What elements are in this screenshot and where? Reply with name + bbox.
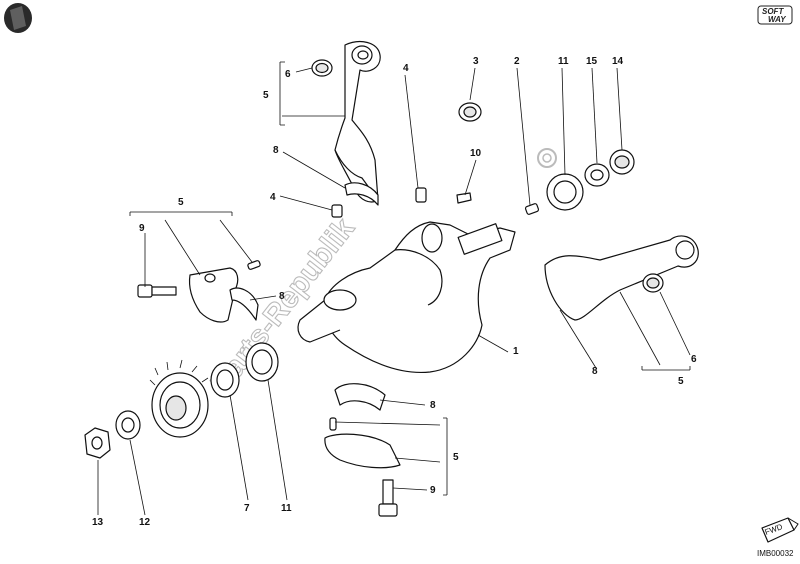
bolt-9-lower <box>378 479 398 517</box>
bearing-shell-8-lower <box>334 383 386 411</box>
thrust-washer-11-upper <box>546 173 584 211</box>
callout-labels: 1 2 3 4 4 5 5 5 5 6 6 7 8 8 8 8 9 9 10 1… <box>92 56 697 528</box>
callout-1: 1 <box>513 346 519 357</box>
main-bearing-cap-lower <box>324 433 401 469</box>
crankshaft-1 <box>297 221 516 374</box>
leader-lines <box>97 61 691 516</box>
callout-11-top: 11 <box>558 56 569 67</box>
callout-9-lower: 9 <box>430 485 436 496</box>
small-end-bushing-6-right <box>642 273 664 293</box>
nut-13 <box>84 427 111 459</box>
bearing-shell-8-upper <box>344 182 379 206</box>
thrust-washer-11-lower <box>245 342 279 382</box>
fwd-badge: FWD <box>761 517 799 543</box>
callout-2: 2 <box>514 56 520 67</box>
callout-8-right: 8 <box>592 366 598 377</box>
callout-5-left: 5 <box>178 197 184 208</box>
bearing-shell-8-left <box>229 287 259 321</box>
callout-5-lower: 5 <box>453 452 459 463</box>
dowel-4-upper <box>415 187 427 203</box>
callout-4-left: 4 <box>270 192 276 203</box>
washer-7 <box>210 362 240 398</box>
bolt-9-left <box>137 284 177 298</box>
callout-14: 14 <box>612 56 624 67</box>
washer-15 <box>584 163 610 187</box>
small-end-bushing-6-upper <box>311 59 333 77</box>
connecting-rod-right <box>544 235 699 321</box>
dowel-4-left <box>331 204 343 218</box>
callout-8-left: 8 <box>279 291 285 302</box>
callout-8-top: 8 <box>273 145 279 156</box>
callout-13: 13 <box>92 517 104 528</box>
callout-3: 3 <box>473 56 479 67</box>
callout-15: 15 <box>586 56 598 67</box>
callout-6-right: 6 <box>691 354 697 365</box>
softway-logo: SOFT WAY <box>757 5 793 25</box>
dowel-pin-left <box>247 260 261 270</box>
dowel-pin-lower <box>329 417 337 431</box>
plug-2 <box>524 203 540 215</box>
callout-4-top: 4 <box>403 63 409 74</box>
callout-10: 10 <box>470 148 482 159</box>
forward-arrow-icon <box>787 517 799 531</box>
timing-gear <box>149 359 209 438</box>
callout-5-right: 5 <box>678 376 684 387</box>
ducati-badge-icon <box>4 3 32 33</box>
connecting-rod-upper <box>334 41 381 203</box>
callout-6-top: 6 <box>285 69 291 80</box>
callout-8-lower: 8 <box>430 400 436 411</box>
callout-9-left: 9 <box>139 223 145 234</box>
diagram-code: IMB00032 <box>757 549 794 558</box>
bushing-3 <box>458 102 482 122</box>
callout-12: 12 <box>139 517 151 528</box>
gear-watermark-icon <box>537 148 557 168</box>
washer-12 <box>115 410 141 440</box>
key-10 <box>456 192 472 204</box>
brand-line-1: SOFT <box>762 7 784 16</box>
seal-14 <box>609 149 635 175</box>
callout-11-bottom: 11 <box>281 503 292 514</box>
brand-line-2: WAY <box>768 15 786 24</box>
callout-7: 7 <box>244 503 250 514</box>
callout-5-top: 5 <box>263 90 269 101</box>
main-bearing-cap-left <box>188 267 239 323</box>
